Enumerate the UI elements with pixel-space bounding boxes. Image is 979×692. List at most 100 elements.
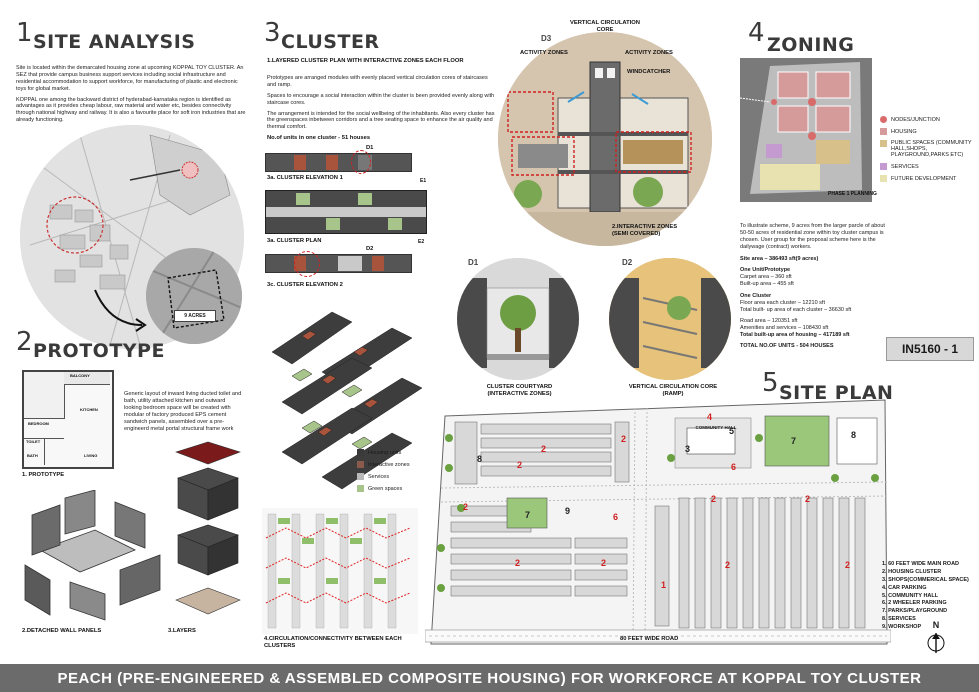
site-analysis-para-2: KOPPAL one among the backward district o… (16, 96, 246, 124)
e1-marker: E1 (420, 178, 427, 184)
legend-green-spaces: Green spaces (357, 485, 410, 492)
e2-marker: E2 (418, 239, 425, 245)
svg-text:6: 6 (613, 512, 618, 522)
legend-item-7: 7. PARKS/PLAYGROUND (882, 608, 948, 615)
zoning-legend-public: PUBLIC SPACES (COMMUNITY HALL,SHOPS, PLA… (880, 140, 975, 158)
footer-title: PEACH (PRE-ENGINEERED & ASSEMBLED COMPOS… (0, 664, 979, 692)
legend-item-8: 8. SERVICES (882, 616, 916, 623)
cluster-elevation-1-strip (265, 153, 412, 172)
zoning-legend-nodes: NODES/JUNCTION (880, 116, 975, 123)
site-analysis-text: Site is located within the demarcated ho… (16, 65, 246, 124)
legend-item-1: 1. 60 FEET WIDE MAIN ROAD (882, 561, 960, 567)
circulation-caption: 4.CIRCULATION/CONNECTIVITY BETWEEN EACH … (264, 636, 402, 649)
detached-wall-panels-graphic (24, 490, 161, 621)
phase-label: PHASE 1 PLANNING (828, 191, 877, 197)
cluster-plan-caption: 3a. CLUSTER PLAN (267, 238, 322, 244)
windcatcher-label: WINDCATCHER (627, 69, 671, 75)
prototype-title: PROTOTYPE (33, 340, 165, 362)
zoning-legend-future: FUTURE DEVELOPMENT (880, 175, 975, 182)
d2-detail-marker: D2 (622, 258, 633, 267)
floor-area: Floor area each cluster – 12210 sft (740, 299, 825, 306)
site-plan-number: 5 (762, 368, 779, 398)
builtup-area: Built-up area – 455 sft (740, 281, 794, 288)
circulation-diagram (262, 508, 418, 634)
prototype-floor-plan: BALCONY KITCHEN BEDROOM TOILET BATH LIVI… (22, 370, 114, 469)
site-analysis-para-1: Site is located within the demarcated ho… (16, 65, 244, 92)
svg-text:2: 2 (601, 558, 606, 568)
svg-text:2: 2 (711, 494, 716, 504)
legend-services: Services (357, 473, 410, 480)
site-analysis-title: SITE ANALYSIS (33, 31, 196, 53)
road-label: 80 FEET WIDE ROAD (620, 636, 679, 642)
total-housing-area: Total built-up area of housing – 417189 … (740, 332, 850, 339)
layers-graphic (175, 441, 241, 615)
layers-caption: 3.LAYERS (168, 628, 196, 634)
svg-text:7: 7 (791, 436, 796, 446)
cluster-elevation-1-caption: 3a. CLUSTER ELEVATION 1 (267, 175, 343, 181)
d1-courtyard-circle (457, 258, 579, 380)
svg-text:1: 1 (661, 580, 666, 590)
legend-item-2: 2. HOUSING CLUSTER (882, 568, 942, 575)
room-toilet: TOILET (26, 439, 41, 444)
room-kitchen: KITCHEN (80, 407, 98, 412)
cluster-elevation-2-strip (265, 254, 412, 273)
svg-text:8: 8 (851, 430, 856, 440)
prototype-description: Generic layout of inward living ducted t… (124, 391, 242, 432)
legend-item-5: 5. COMMUNITY HALL (882, 592, 939, 599)
legend-item-9: 9. WORKSHOP (882, 624, 922, 630)
area-statistics: Site area – 386493 sft(9 acres) One Unit… (740, 256, 890, 351)
nine-acres-label: 9 ACRES (174, 310, 216, 322)
site-satellite-circle: 9 ACRES (146, 248, 242, 344)
zoning-map (739, 58, 872, 202)
cluster-para-3: The arrangement is intended for the soci… (267, 110, 495, 131)
zoning-map-graphic (739, 58, 872, 202)
d1-marker: D1 (366, 145, 374, 151)
cluster-para-2: Spaces to encourage a social interaction… (267, 92, 495, 106)
cluster-elevation-2-caption: 3c. CLUSTER ELEVATION 2 (267, 282, 343, 288)
total-units: TOTAL NO.OF UNITS - 504 HOUSES (740, 343, 834, 350)
zoning-legend: NODES/JUNCTION HOUSING PUBLIC SPACES (CO… (880, 116, 975, 187)
community-hall-label: COMMUNITY HALL (695, 425, 737, 430)
d1-highlight (351, 150, 371, 174)
svg-text:2: 2 (621, 434, 626, 444)
cluster-text: Prototypes are arranged modules with eve… (267, 75, 497, 131)
legend-item-6: 6. 2 WHEELER PARKING (882, 600, 947, 607)
satellite-graphic (146, 248, 242, 344)
site-arrow (94, 289, 147, 332)
d3-building-graphic (498, 32, 712, 246)
cluster-heading: One Cluster (740, 292, 772, 299)
site-area: Site area – 386493 sft(9 acres) (740, 256, 819, 262)
cluster-axonometric-graphic (271, 311, 423, 490)
d1-detail-marker: D1 (468, 258, 479, 267)
prototype-number: 2 (16, 327, 33, 357)
interactive-zones-label: 2.INTERACTIVE ZONES (SEMI COVERED) (612, 224, 678, 237)
zoning-legend-housing: HOUSING (880, 128, 975, 135)
room-bedroom: BEDROOM (28, 421, 49, 426)
activity-zones-label-1: ACTIVITY ZONES (520, 50, 568, 56)
svg-text:4: 4 (707, 412, 712, 422)
svg-text:2: 2 (725, 560, 730, 570)
site-plan-legend: 1. 60 FEET WIDE MAIN ROAD 2. HOUSING CLU… (882, 561, 969, 632)
detached-panels-caption: 2.DETACHED WALL PANELS (22, 628, 102, 634)
north-arrow: N (927, 620, 945, 658)
site-map-circle (20, 125, 244, 349)
d3-detail-circle (498, 32, 712, 246)
cluster-plan-graphic (265, 190, 427, 234)
room-living: LIVING (84, 453, 98, 458)
vertical-core-label: VERTICAL CIRCULATION CORE (570, 20, 640, 33)
d2-ramp-circle (609, 258, 731, 380)
zoning-description: To illustrate scheme, 9 acres from the l… (740, 223, 885, 250)
svg-text:2: 2 (463, 502, 468, 512)
activity-zones-label-2: ACTIVITY ZONES (625, 50, 673, 56)
cluster-para-1: Prototypes are arranged modules with eve… (267, 75, 488, 88)
north-label: N (932, 620, 940, 630)
legend-item-3: 3. SHOPS(COMMERICAL SPACE) (882, 576, 969, 583)
room-bath: BATH (27, 453, 38, 458)
courtyard-caption: CLUSTER COURTYARD (INTERACTIVE ZONES) (486, 384, 553, 397)
svg-text:3: 3 (685, 444, 690, 454)
legend-item-4: 4. CAR PARKING (882, 584, 927, 591)
ramp-caption: VERTICAL CIRCULATION CORE (RAMP) (628, 384, 718, 397)
svg-text:8: 8 (477, 454, 482, 464)
d2-highlight (294, 251, 320, 277)
svg-text:2: 2 (515, 558, 520, 568)
